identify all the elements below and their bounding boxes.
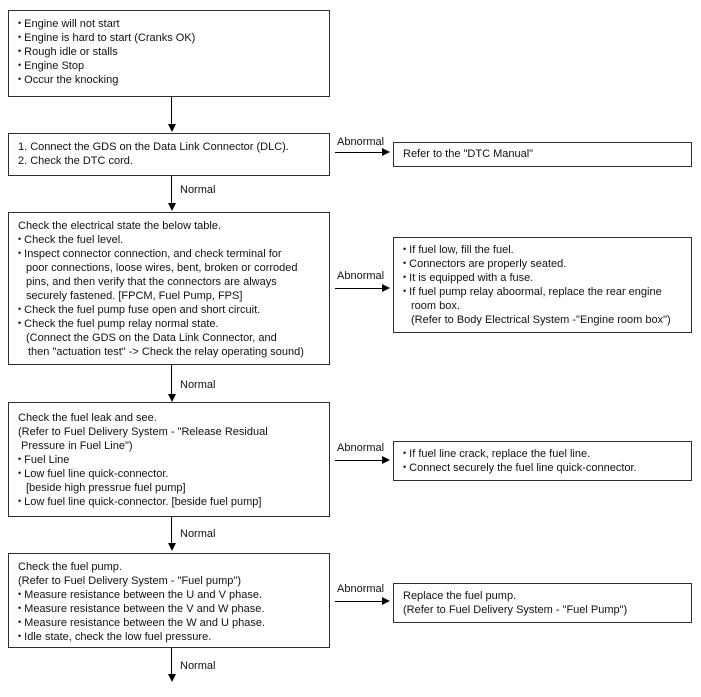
- text-line: If fuel low, fill the fuel.: [403, 243, 685, 257]
- result-box-replace-fuel-pump: Replace the fuel pump. (Refer to Fuel Del…: [393, 583, 692, 623]
- text-line: Measure resistance between the U and V p…: [18, 588, 323, 602]
- abnormal-label: Abnormal: [337, 442, 385, 454]
- abnormal-label: Abnormal: [337, 270, 385, 282]
- text-line: Check the fuel level.: [18, 233, 323, 247]
- text-line: Engine Stop: [18, 59, 323, 73]
- text-line: (Refer to Fuel Delivery System - "Fuel p…: [18, 575, 241, 587]
- result-box-fix-fuel-line: If fuel line crack, replace the fuel lin…: [393, 441, 692, 481]
- step-box-dlc-check: 1. Connect the GDS on the Data Link Conn…: [8, 133, 330, 176]
- text-line: [beside high pressrue fuel pump]: [26, 482, 186, 494]
- abnormal-label: Abnormal: [337, 136, 385, 148]
- text-line: Check the electrical state the below tab…: [18, 220, 222, 232]
- result-box-ref-dtc-manual: Refer to the "DTC Manual": [393, 142, 692, 167]
- text-line: Rough idle or stalls: [18, 45, 323, 59]
- text-line: It is equipped with a fuse.: [403, 271, 685, 285]
- text-line: Inspect connector connection, and check …: [18, 247, 323, 261]
- step-box-leak-check: Check the fuel leak and see. (Refer to Fu…: [8, 402, 330, 517]
- step-box-electrical-check: Check the electrical state the below tab…: [8, 212, 330, 365]
- text-line: Connectors are properly seated.: [403, 257, 685, 271]
- text-line: Check the fuel leak and see.: [18, 412, 157, 424]
- text-line: Replace the fuel pump.: [403, 590, 517, 602]
- step-box-symptoms: Engine will not startEngine is hard to s…: [8, 10, 330, 97]
- text-line: (Connect the GDS on the Data Link Connec…: [26, 332, 277, 344]
- text-line: (Refer to Fuel Delivery System - "Fuel P…: [403, 604, 628, 616]
- right-arrow-icon: [382, 597, 390, 605]
- connector-line: [171, 365, 172, 394]
- text-line: room box.: [411, 300, 460, 312]
- text-line: pins, and then verify that the connector…: [26, 276, 277, 288]
- text-line: securely fastened. [FPCM, Fuel Pump, FPS…: [26, 290, 243, 302]
- normal-label: Normal: [180, 184, 216, 196]
- text-line: Idle state, check the low fuel pressure.: [18, 630, 323, 644]
- connector-line: [335, 460, 382, 461]
- text-line: Low fuel line quick-connector. [beside f…: [18, 495, 323, 509]
- down-arrow-icon: [168, 124, 176, 132]
- text-line: poor connections, loose wires, bent, bro…: [26, 262, 298, 274]
- text-line: Low fuel line quick-connector.: [18, 467, 323, 481]
- connector-line: [335, 601, 382, 602]
- text-line: Fuel Line: [18, 453, 323, 467]
- text-line: If fuel line crack, replace the fuel lin…: [403, 447, 685, 461]
- right-arrow-icon: [382, 284, 390, 292]
- connector-line: [171, 176, 172, 203]
- step-box-pump-check: Check the fuel pump. (Refer to Fuel Deliv…: [8, 553, 330, 648]
- connector-line: [171, 517, 172, 543]
- text-line: (Refer to Body Electrical System -"Engin…: [411, 314, 671, 326]
- down-arrow-icon: [168, 674, 176, 682]
- text-line: Check the fuel pump relay normal state.: [18, 317, 323, 331]
- down-arrow-icon: [168, 203, 176, 211]
- result-box-fix-electrical: If fuel low, fill the fuel.Connectors ar…: [393, 237, 692, 333]
- down-arrow-icon: [168, 543, 176, 551]
- connector-line: [171, 97, 172, 124]
- connector-line: [335, 152, 382, 153]
- abnormal-label: Abnormal: [337, 583, 385, 595]
- down-arrow-icon: [168, 394, 176, 402]
- connector-line: [171, 648, 172, 674]
- right-arrow-icon: [382, 456, 390, 464]
- text-line: Engine will not start: [18, 17, 323, 31]
- normal-label: Normal: [180, 528, 216, 540]
- text-line: 2. Check the DTC cord.: [18, 155, 133, 167]
- text-line: Occur the knocking: [18, 73, 323, 87]
- normal-label: Normal: [180, 660, 216, 672]
- normal-label: Normal: [180, 379, 216, 391]
- text-line: Refer to the "DTC Manual": [403, 148, 534, 160]
- text-line: Check the fuel pump.: [18, 561, 122, 573]
- text-line: Connect securely the fuel line quick-con…: [403, 461, 685, 475]
- right-arrow-icon: [382, 148, 390, 156]
- text-line: Check the fuel pump fuse open and short …: [18, 303, 323, 317]
- text-line: then "actuation test" -> Check the relay…: [28, 346, 304, 358]
- text-line: (Refer to Fuel Delivery System - "Releas…: [18, 426, 268, 438]
- text-line: If fuel pump relay aboormal, replace the…: [403, 285, 685, 299]
- connector-line: [335, 288, 382, 289]
- text-line: Engine is hard to start (Cranks OK): [18, 31, 323, 45]
- text-line: Pressure in Fuel Line"): [21, 440, 133, 452]
- text-line: Measure resistance between the W and U p…: [18, 616, 323, 630]
- text-line: 1. Connect the GDS on the Data Link Conn…: [18, 141, 289, 153]
- text-line: Measure resistance between the V and W p…: [18, 602, 323, 616]
